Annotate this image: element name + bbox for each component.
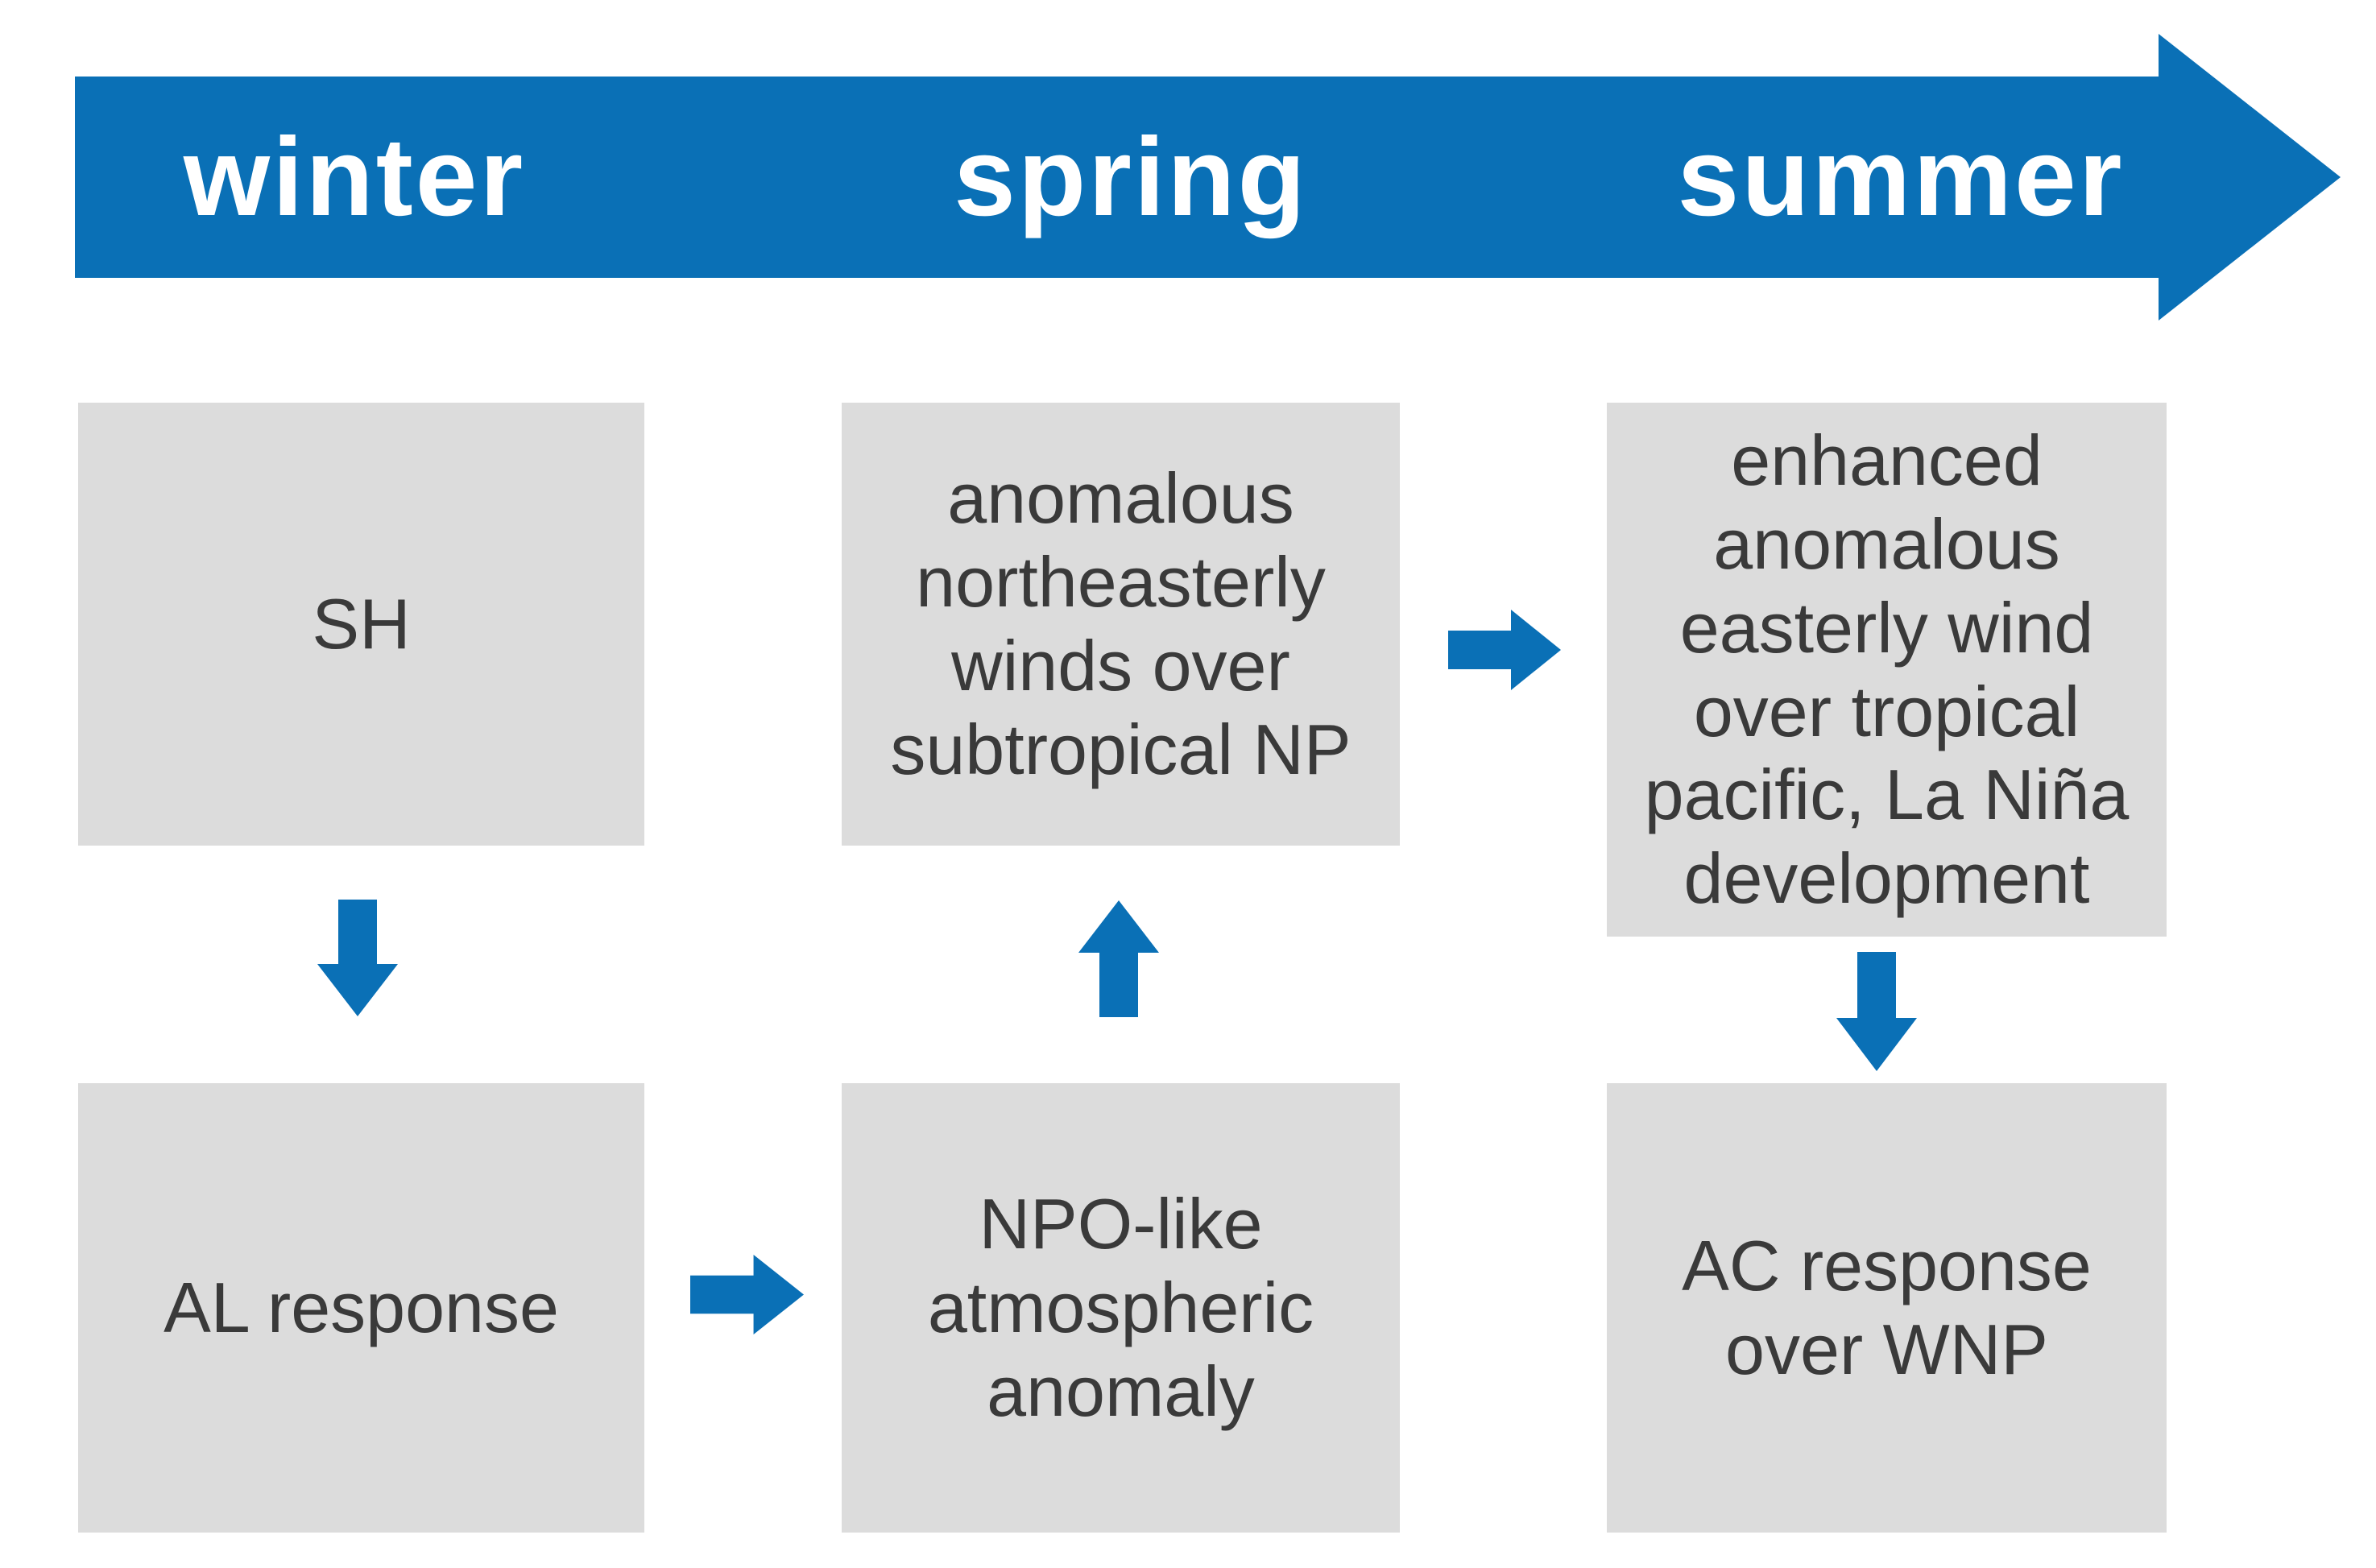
box-enhanced-easterly-wind-label: enhanced anomalous easterly wind over tr… xyxy=(1644,420,2130,919)
box-npo-like-anomaly-label: NPO-like atmospheric anomaly xyxy=(927,1184,1314,1431)
season-label-spring: spring xyxy=(954,115,1308,239)
box-al-response: AL response xyxy=(78,1083,644,1533)
box-npo-like-anomaly: NPO-like atmospheric anomaly xyxy=(842,1083,1400,1533)
box-sh-label: SH xyxy=(312,584,411,664)
box-ac-response: AC response over WNP xyxy=(1607,1083,2167,1533)
box-enhanced-easterly-wind: enhanced anomalous easterly wind over tr… xyxy=(1607,403,2167,937)
season-label-winter: winter xyxy=(183,115,526,239)
box-anomalous-northeasterly-winds: anomalous northeasterly winds over subtr… xyxy=(842,403,1400,846)
arrow-right-winds-to-easterly-wind-icon xyxy=(1448,610,1561,690)
box-anomalous-northeasterly-winds-label: anomalous northeasterly winds over subtr… xyxy=(890,458,1352,789)
box-ac-response-label: AC response over WNP xyxy=(1682,1226,2092,1389)
season-timeline-arrow-body: winter spring summer xyxy=(75,77,2159,278)
season-label-summer: summer xyxy=(1677,115,2125,239)
box-al-response-label: AL response xyxy=(164,1268,559,1348)
arrow-up-npo-to-winds-icon xyxy=(1078,900,1159,1017)
box-sh: SH xyxy=(78,403,644,846)
arrow-right-al-to-npo-icon xyxy=(690,1255,804,1334)
arrow-down-wind-to-ac-icon xyxy=(1836,952,1917,1071)
arrow-down-sh-to-al-icon xyxy=(317,900,398,1016)
timeline-arrowhead-icon xyxy=(2159,34,2341,321)
